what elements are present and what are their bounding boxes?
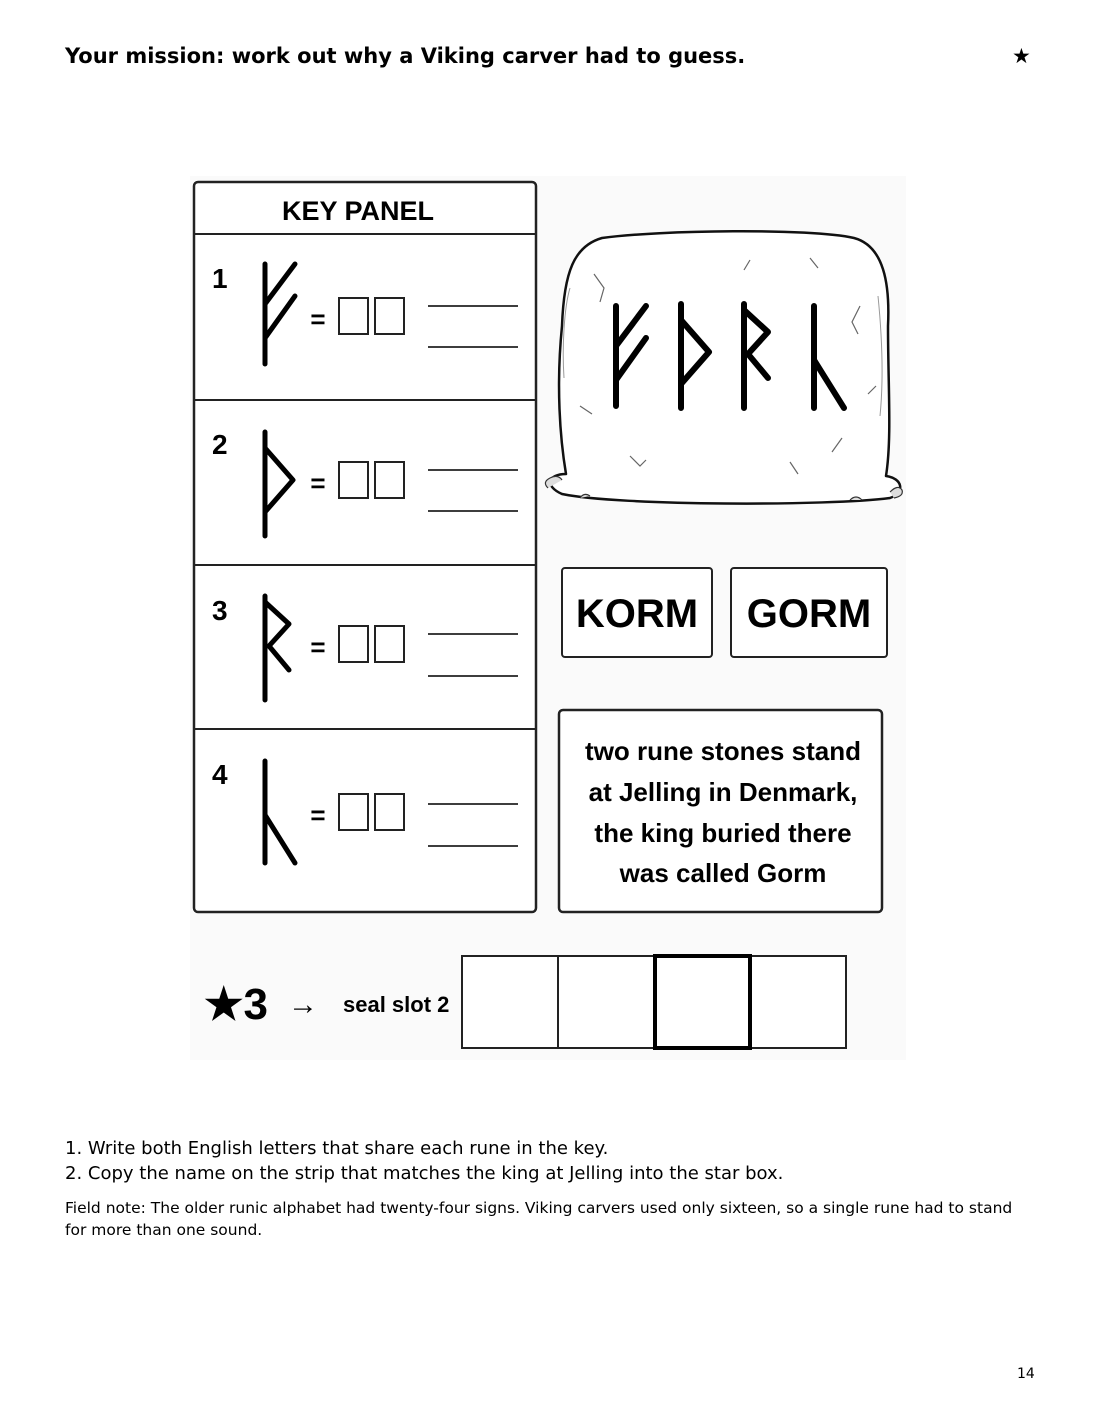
letter-box-3a[interactable]	[338, 625, 369, 663]
key-row-3: 3 =	[212, 595, 518, 700]
row-number: 2	[212, 429, 228, 460]
star-number-label: ★3	[204, 980, 268, 1029]
key-row-1: 1 =	[212, 263, 518, 364]
equals-sign: =	[310, 632, 325, 662]
seal-slot-row: ★3 → seal slot 2	[204, 954, 847, 1050]
letter-box-2a[interactable]	[338, 461, 369, 499]
key-row-4: 4 =	[212, 759, 518, 863]
rune-stone	[544, 230, 903, 505]
letter-box-2b[interactable]	[374, 461, 405, 499]
arrow-right-icon: →	[288, 988, 318, 1021]
rune-puzzle-illustration: KEY PANEL 1 = 2 =	[190, 176, 906, 1060]
page-number: 14	[1017, 1366, 1035, 1382]
seal-slot-box-1[interactable]	[461, 955, 559, 1049]
key-panel-heading: KEY PANEL	[282, 196, 434, 226]
letter-box-4b[interactable]	[374, 793, 405, 831]
name-choice-label: KORM	[576, 592, 698, 636]
equals-sign: =	[310, 468, 325, 498]
name-choice-label: GORM	[747, 592, 871, 636]
letter-box-4a[interactable]	[338, 793, 369, 831]
clue-line-4: was called Gorm	[619, 858, 827, 888]
mission-title: Your mission: work out why a Viking carv…	[65, 44, 746, 68]
seal-slot-box-2[interactable]	[557, 955, 655, 1049]
seal-slot-box-4[interactable]	[749, 955, 847, 1049]
key-panel: KEY PANEL 1 = 2 =	[192, 180, 538, 914]
instruction-2: 2. Copy the name on the strip that match…	[65, 1163, 784, 1184]
letter-box-3b[interactable]	[374, 625, 405, 663]
row-number: 4	[212, 759, 228, 790]
name-choice-gorm[interactable]: GORM	[730, 567, 888, 658]
star-slot-box-3[interactable]	[653, 954, 752, 1050]
clue-box: two rune stones stand at Jelling in Denm…	[557, 708, 884, 914]
letter-box-1b[interactable]	[374, 297, 405, 335]
clue-line-1: two rune stones stand	[585, 736, 861, 766]
equals-sign: =	[310, 304, 325, 334]
clue-line-2: at Jelling in Denmark,	[589, 777, 858, 807]
row-number: 1	[212, 263, 228, 294]
equals-sign: =	[310, 800, 325, 830]
key-row-2: 2 =	[212, 429, 518, 536]
field-note: Field note: The older runic alphabet had…	[65, 1199, 1013, 1239]
name-choice-korm[interactable]: KORM	[561, 567, 713, 658]
row-number: 3	[212, 595, 228, 626]
letter-box-1a[interactable]	[338, 297, 369, 335]
clue-line-3: the king buried there	[594, 818, 851, 848]
star-icon: ★	[1012, 44, 1031, 68]
instructions-list: 1. Write both English letters that share…	[65, 1136, 783, 1186]
instruction-1: 1. Write both English letters that share…	[65, 1138, 609, 1159]
seal-slot-label: seal slot 2	[343, 992, 449, 1017]
